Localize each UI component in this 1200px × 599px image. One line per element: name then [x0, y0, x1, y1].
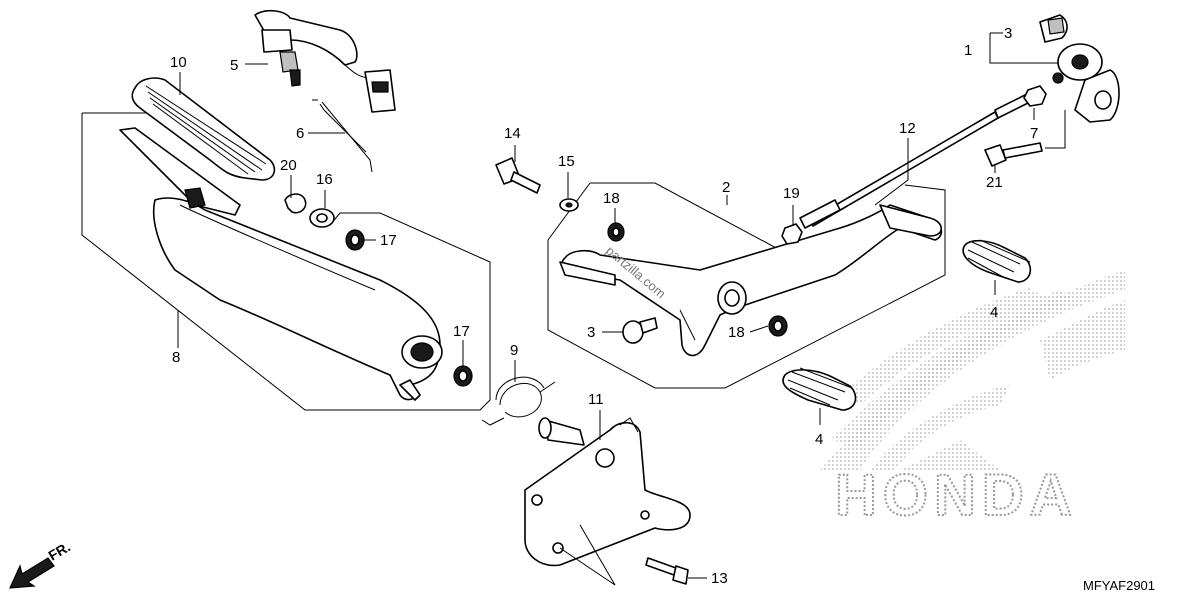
joint-body [1052, 43, 1120, 123]
floorboard-pad [131, 77, 276, 181]
pedal-rubber-lower [782, 367, 857, 411]
brake-stop-switch [254, 9, 396, 113]
pedal-seal-upper [607, 222, 625, 242]
dust-seal-upper [345, 229, 365, 251]
callout-1: 1 [964, 42, 972, 59]
assembly-outline-2 [547, 182, 946, 389]
callout-12: 12 [899, 120, 916, 137]
callout-7: 7 [1030, 125, 1038, 142]
callout-10: 10 [170, 54, 187, 71]
callout-18a: 18 [603, 190, 620, 207]
pivot-washer [559, 198, 579, 212]
callout-8: 8 [172, 349, 180, 366]
brake-pedal-arm [119, 127, 443, 401]
pedal-bracket [524, 417, 691, 567]
callout-17b: 17 [453, 323, 470, 340]
callout-2: 2 [722, 179, 730, 196]
callout-21: 21 [986, 174, 1003, 191]
brand-text: HONDA [835, 463, 1078, 528]
leader-lines [177, 63, 1035, 586]
callout-6: 6 [296, 125, 304, 142]
pedal-rubber-upper [962, 239, 1032, 283]
callout-4b: 4 [815, 431, 823, 448]
linkage-rod [799, 94, 1029, 229]
callout-5: 5 [230, 57, 238, 74]
honda-wing-logo: HONDA [820, 270, 1125, 529]
assembly-outline-1 [989, 32, 1066, 149]
callout-11: 11 [588, 391, 604, 408]
callout-13: 13 [711, 570, 728, 587]
callout-16: 16 [316, 171, 333, 188]
assembly-outline-8 [81, 112, 491, 411]
ball-joint-upper [1039, 14, 1068, 43]
bracket-bolt [645, 557, 689, 585]
pedal-lever [559, 204, 943, 357]
ball-joint-lower [622, 317, 658, 344]
pivot-bolt [495, 157, 541, 194]
washer [309, 208, 335, 228]
callout-9: 9 [510, 342, 518, 359]
callout-17a: 17 [380, 232, 397, 249]
callout-3a: 3 [1004, 25, 1012, 42]
stop-switch-spring [312, 99, 373, 173]
dust-seal-lower [453, 365, 473, 387]
joint-bolt [984, 142, 1043, 167]
callout-3b: 3 [587, 324, 595, 341]
callout-19: 19 [783, 185, 800, 202]
front-arrow-icon: FR. [9, 538, 73, 589]
callout-18b: 18 [728, 324, 745, 341]
joint-nut [1023, 85, 1047, 107]
snap-clip [284, 193, 307, 214]
callout-20: 20 [280, 157, 297, 174]
pedal-seal-lower [768, 315, 788, 337]
callout-4a: 4 [990, 304, 998, 321]
diagram-code: MFYAF2901 [1083, 578, 1155, 593]
callout-14: 14 [504, 125, 521, 142]
callout-15: 15 [558, 153, 575, 170]
lock-nut [781, 223, 803, 245]
